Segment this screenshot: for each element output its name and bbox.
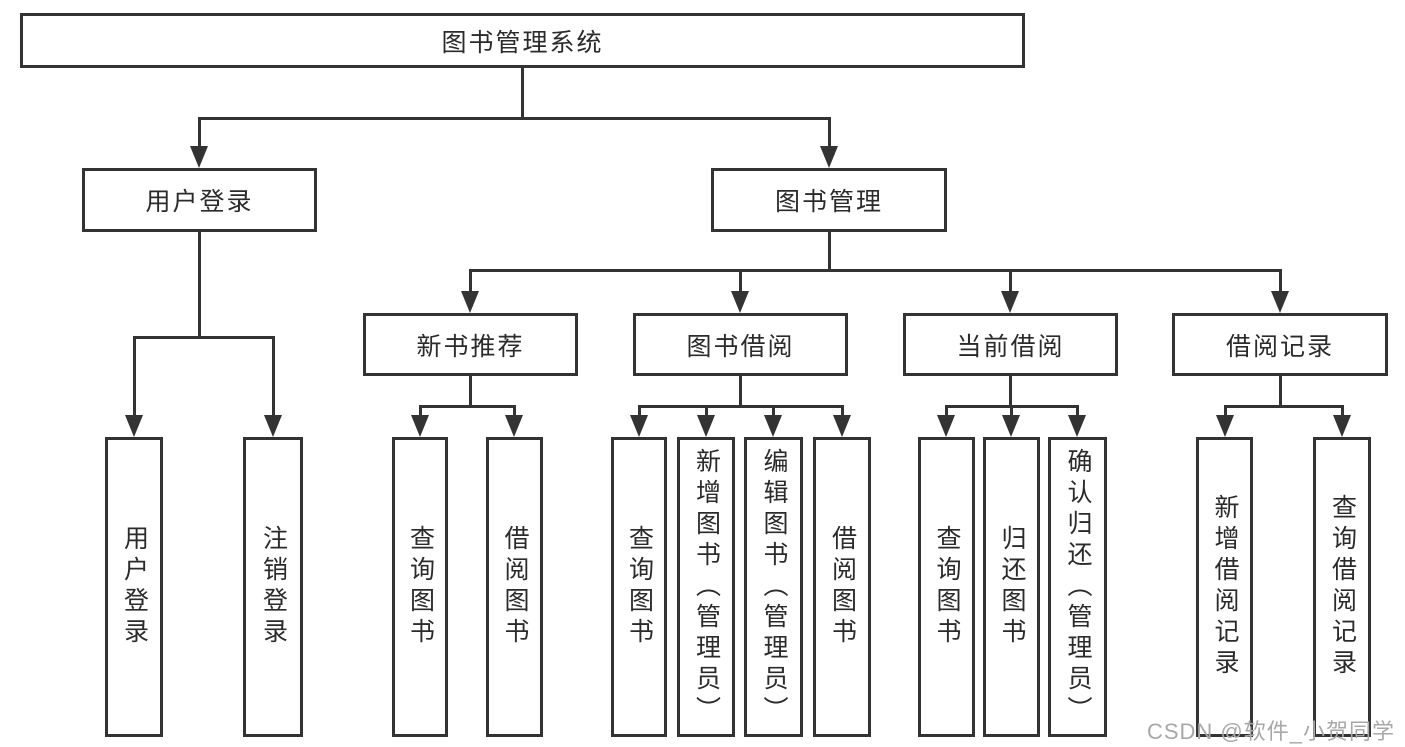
leaf-query-book-1: 查询图书 [392,437,448,737]
arrowhead-icon [731,291,749,313]
connector-line [198,232,201,338]
arrowhead-icon [505,415,523,437]
arrowhead-icon [1001,291,1019,313]
connector-line [1010,405,1013,419]
csdn-watermark: CSDN @软件_小贺同学 [1146,719,1395,744]
connector-line [1009,269,1012,295]
node-current-borrow: 当前借阅 [903,313,1118,376]
connector-line [419,405,422,419]
connector-line [638,405,844,408]
leaf-user-login: 用户登录 [105,437,163,737]
arrowhead-icon [1333,415,1351,437]
connector-line [772,405,775,419]
connector-line [1341,405,1344,419]
connector-line [513,405,516,419]
connector-line [828,232,831,271]
connector-line [828,117,831,150]
leaf-borrow-book-1: 借阅图书 [486,437,543,737]
connector-line [469,376,472,408]
arrowhead-icon [1271,291,1289,313]
arrowhead-icon [125,415,143,437]
leaf-return-book: 归还图书 [983,437,1040,737]
arrowhead-icon [1002,415,1020,437]
arrowhead-icon [820,146,838,168]
connector-line [133,336,136,419]
connector-line [638,405,641,419]
node-root-system: 图书管理系统 [20,13,1025,68]
arrowhead-icon [697,415,715,437]
arrowhead-icon [833,415,851,437]
arrowhead-icon [937,415,955,437]
connector-line [272,336,275,419]
leaf-borrow-book-2: 借阅图书 [813,437,871,737]
connector-line [1009,376,1012,408]
connector-line [469,269,472,295]
connector-line [469,269,1282,272]
connector-line [1279,376,1282,408]
connector-line [198,117,831,120]
connector-line [739,376,742,408]
node-borrow-record: 借阅记录 [1172,313,1388,376]
arrowhead-icon [630,415,648,437]
leaf-query-book-2: 查询图书 [611,437,667,737]
connector-line [841,405,844,419]
connector-line [198,117,201,150]
arrowhead-icon [764,415,782,437]
node-book-management: 图书管理 [711,168,947,232]
connector-line [945,405,948,419]
connector-line [419,405,516,408]
node-user-login: 用户登录 [82,168,317,232]
node-new-book-recommend: 新书推荐 [363,313,578,376]
arrowhead-icon [1216,415,1234,437]
arrowhead-icon [190,146,208,168]
connector-line [1224,405,1344,408]
arrowhead-icon [411,415,429,437]
leaf-add-borrow-record: 新增借阅记录 [1196,437,1253,737]
connector-line [705,405,708,419]
arrowhead-icon [1068,415,1086,437]
leaf-edit-book-admin: 编辑图书（管理员） [744,437,803,737]
connector-line [739,269,742,295]
leaf-add-book-admin: 新增图书（管理员） [677,437,735,737]
leaf-query-book-3: 查询图书 [918,437,975,737]
node-book-borrow: 图书借阅 [633,313,848,376]
leaf-query-borrow-record: 查询借阅记录 [1313,437,1371,737]
connector-line [1224,405,1227,419]
connector-line [521,68,524,119]
connector-line [133,336,275,339]
leaf-confirm-return-admin: 确认归还（管理员） [1048,437,1107,737]
leaf-logout: 注销登录 [243,437,303,737]
arrowhead-icon [461,291,479,313]
connector-line [1076,405,1079,419]
connector-line [1279,269,1282,295]
arrowhead-icon [264,415,282,437]
